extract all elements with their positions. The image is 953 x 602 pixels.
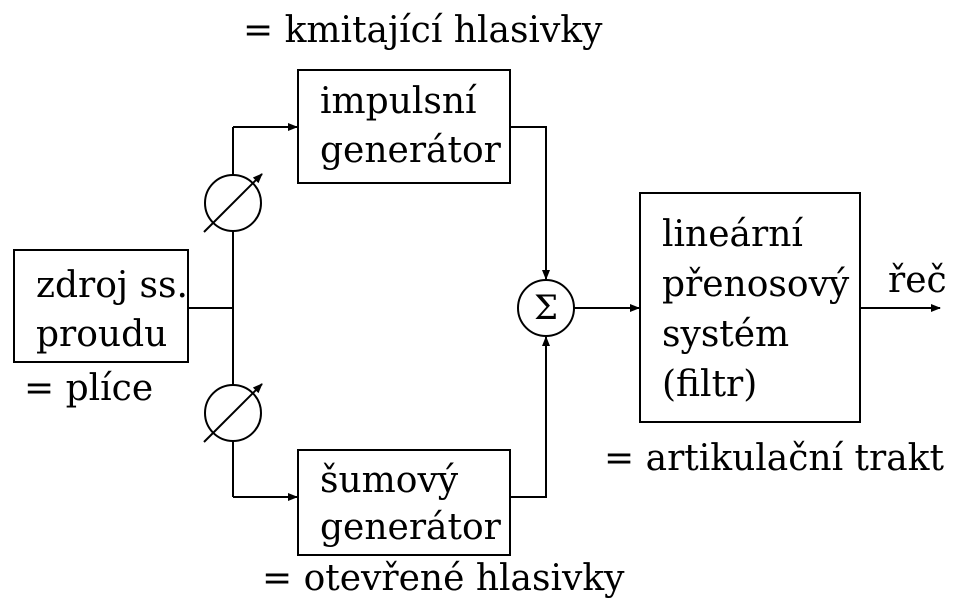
filter-block-label-line4: (filtr) [662, 364, 758, 405]
filter-block-annotation: = artikulační trakt [604, 438, 944, 479]
noise-to-summer-line [510, 336, 550, 498]
upper-variable-resistor-icon [203, 173, 263, 233]
noise-generator-box [297, 449, 511, 556]
source-block-label-line2: proudu [36, 314, 168, 355]
summer-symbol: Σ [533, 288, 559, 328]
source-block-label-line1: zdroj ss. [36, 265, 188, 306]
noise-generator-label-line2: generátor [320, 507, 501, 548]
lower-variable-resistor-icon [203, 383, 263, 443]
noise-generator-annotation: = otevřené hlasivky [262, 558, 625, 599]
impulse-generator-annotation: = kmitající hlasivky [243, 10, 603, 51]
filter-block-label-line1: lineární [662, 214, 803, 255]
source-block-annotation: = plíce [24, 368, 154, 409]
filter-block-label-line3: systém [662, 314, 790, 355]
source-block-box [13, 249, 189, 363]
noise-generator-label-line1: šumový [320, 460, 459, 501]
impulse-to-summer-line [510, 126, 550, 280]
output-label: řeč [888, 260, 947, 301]
filter-block-label-line2: přenosový [662, 264, 850, 305]
impulse-generator-label-line2: generátor [320, 130, 501, 171]
impulse-generator-label-line1: impulsní [320, 81, 477, 122]
